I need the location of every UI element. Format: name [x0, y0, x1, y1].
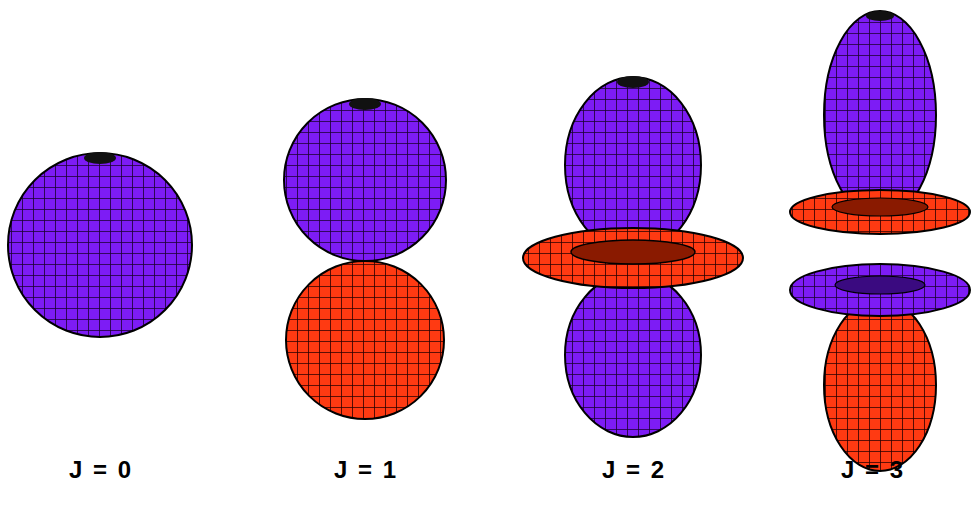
order-label: J = 0 — [69, 456, 131, 484]
dipole-lobes — [284, 98, 446, 419]
order-label: J = 2 — [602, 456, 664, 484]
sphere-lobe — [8, 152, 192, 337]
quadrupole-lobes — [523, 76, 743, 437]
octupole-lobes — [790, 11, 970, 471]
order-label: J = 3 — [841, 456, 903, 484]
order-label: J = 1 — [334, 456, 396, 484]
